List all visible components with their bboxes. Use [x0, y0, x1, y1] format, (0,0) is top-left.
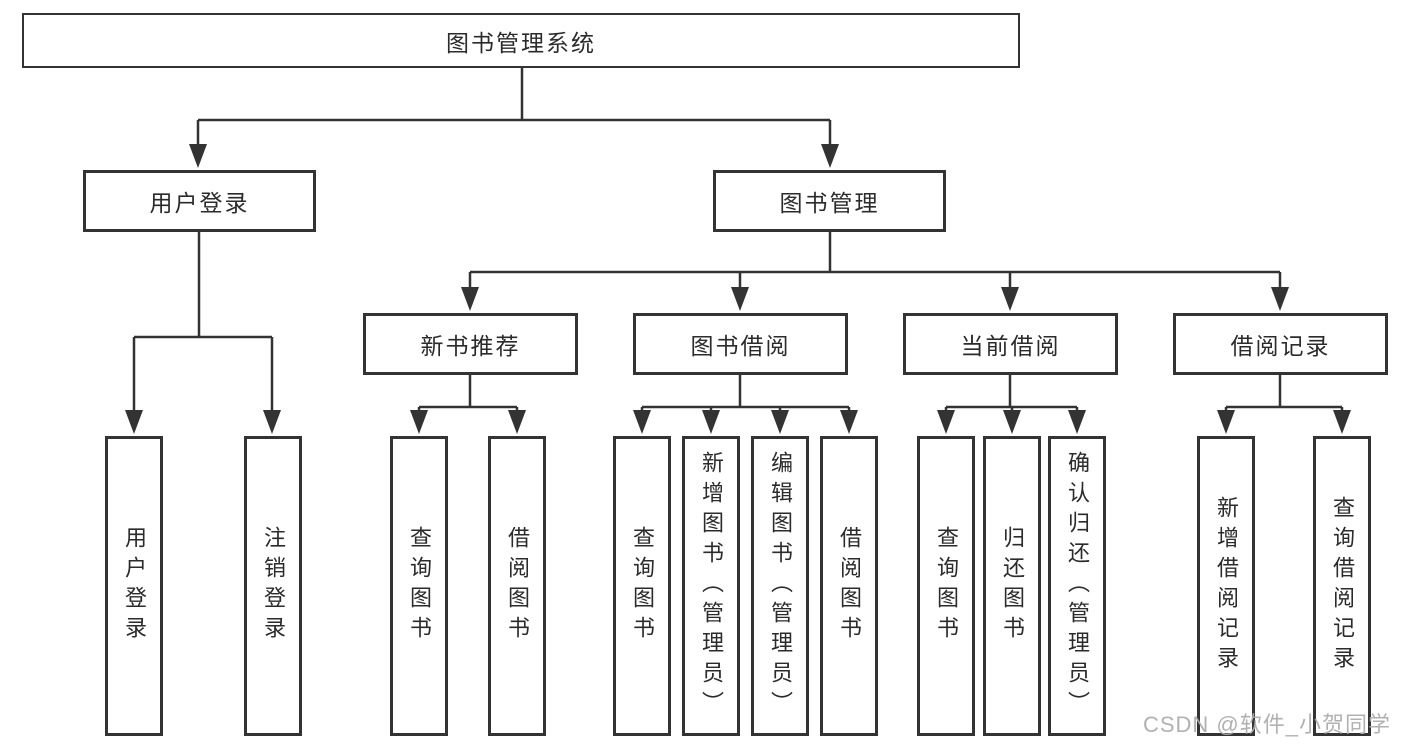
leaf-query-borrow-record: 查询借阅记录 [1313, 436, 1371, 736]
node-book-management: 图书管理 [713, 170, 946, 232]
arrow-down-icon [189, 144, 207, 168]
arrow-down-icon [1271, 287, 1289, 311]
arrow-down-icon [840, 410, 858, 434]
connector-root-to-level2 [196, 68, 832, 146]
node-label: 确认归还（管理员） [1065, 451, 1090, 721]
node-label: 查询图书 [630, 526, 655, 646]
node-borrow-records: 借阅记录 [1173, 313, 1388, 375]
node-label: 新书推荐 [420, 333, 521, 359]
node-label: 新增借阅记录 [1214, 496, 1239, 676]
node-current-borrow: 当前借阅 [903, 313, 1118, 375]
leaf-return-books: 归还图书 [983, 436, 1041, 736]
arrow-down-icon [821, 144, 839, 168]
arrow-down-icon [1217, 410, 1235, 434]
leaf-edit-books-admin: 编辑图书（管理员） [751, 436, 809, 736]
node-label: 编辑图书（管理员） [768, 451, 793, 721]
leaf-confirm-return-admin: 确认归还（管理员） [1048, 436, 1106, 736]
node-label: 用户登录 [122, 526, 147, 646]
arrow-down-icon [125, 410, 143, 434]
connector-book-management-branch [468, 232, 1282, 289]
arrow-down-icon [702, 410, 720, 434]
leaf-query-books-borrow: 查询图书 [613, 436, 671, 736]
node-user-login: 用户登录 [83, 170, 316, 232]
node-label: 当前借阅 [960, 333, 1061, 359]
leaf-add-borrow-record: 新增借阅记录 [1197, 436, 1255, 736]
leaf-user-login: 用户登录 [105, 436, 163, 736]
node-label: 注销登录 [261, 526, 286, 646]
node-label: 新增图书（管理员） [699, 451, 724, 721]
arrow-down-icon [1003, 410, 1021, 434]
node-label: 查询图书 [407, 526, 432, 646]
node-label: 归还图书 [1000, 526, 1025, 646]
arrow-down-icon [937, 410, 955, 434]
node-label: 查询借阅记录 [1330, 496, 1355, 676]
connector-current-borrow-branch [944, 375, 1079, 412]
leaf-borrow-books-recommend: 借阅图书 [488, 436, 546, 736]
node-label: 用户登录 [149, 190, 250, 216]
leaf-query-books-current: 查询图书 [917, 436, 975, 736]
connector-borrow-records-branch [1224, 375, 1344, 412]
node-root-system: 图书管理系统 [22, 13, 1020, 68]
node-label: 借阅记录 [1230, 333, 1331, 359]
arrow-down-icon [410, 410, 428, 434]
node-label: 图书管理 [779, 190, 880, 216]
node-label: 图书借阅 [690, 333, 791, 359]
leaf-logout: 注销登录 [244, 436, 302, 736]
node-label: 借阅图书 [837, 526, 862, 646]
connector-book-borrow-branch [640, 375, 851, 412]
arrow-down-icon [731, 287, 749, 311]
connector-user-login-branch [132, 232, 274, 412]
arrow-down-icon [508, 410, 526, 434]
node-label: 借阅图书 [505, 526, 530, 646]
node-new-book-recommend: 新书推荐 [363, 313, 578, 375]
arrow-down-icon [263, 410, 281, 434]
arrow-down-icon [461, 287, 479, 311]
leaf-query-books-recommend: 查询图书 [390, 436, 448, 736]
arrow-down-icon [771, 410, 789, 434]
arrow-down-icon [633, 410, 651, 434]
connector-new-book-recommend-branch [417, 375, 519, 412]
node-label: 查询图书 [934, 526, 959, 646]
node-book-borrow: 图书借阅 [633, 313, 848, 375]
arrow-down-icon [1001, 287, 1019, 311]
arrow-down-icon [1333, 410, 1351, 434]
node-label: 图书管理系统 [446, 29, 596, 56]
leaf-add-books-admin: 新增图书（管理员） [682, 436, 740, 736]
csdn-watermark: CSDN @软件_小贺同学 [1142, 712, 1391, 737]
arrow-down-icon [1068, 410, 1086, 434]
leaf-borrow-books: 借阅图书 [820, 436, 878, 736]
